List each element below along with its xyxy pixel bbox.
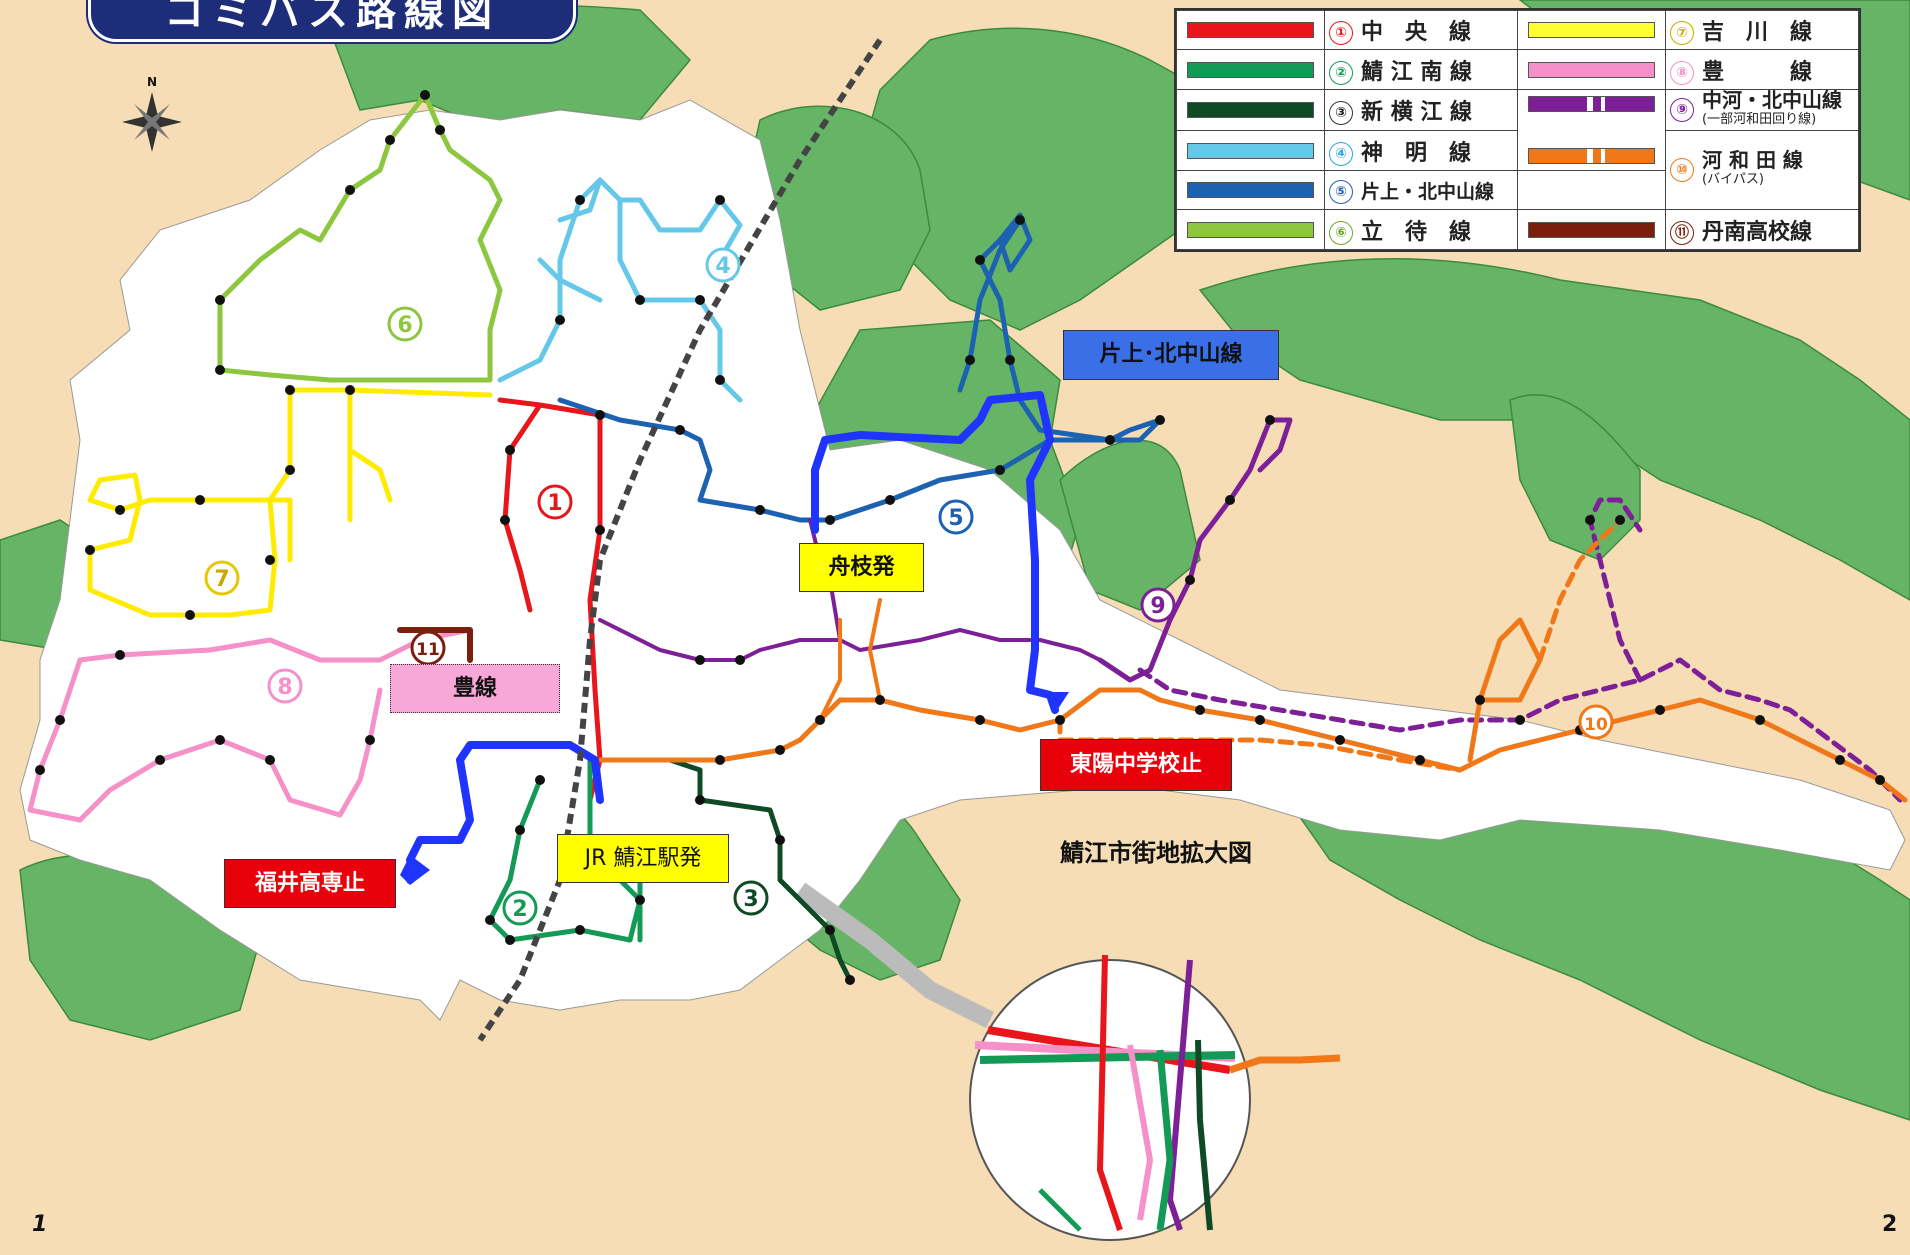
- route-marker-2: 2: [502, 890, 538, 926]
- legend-swatch-katakami: [1187, 182, 1315, 199]
- legend-label-tachimachi: 立 待 線: [1361, 219, 1472, 245]
- legend-swatch-sabae-minami: [1187, 61, 1315, 78]
- legend-num-8: ⑧: [1670, 60, 1695, 85]
- legend-swatch-tachimachi: [1187, 221, 1315, 238]
- svg-text:4: 4: [715, 254, 730, 279]
- legend-label-yoshikawa: 吉 川 線: [1702, 20, 1813, 46]
- route-marker-6: 6: [387, 306, 423, 342]
- callout-katakami-kitanakayama: 片上･北中山線: [1063, 330, 1279, 380]
- svg-text:1: 1: [547, 491, 562, 516]
- legend-num-5: ⑤: [1329, 179, 1354, 204]
- legend-num-6: ⑥: [1329, 220, 1354, 245]
- legend-num-11: ⑪: [1670, 220, 1695, 245]
- legend-swatch-nakagawa: [1527, 95, 1656, 112]
- svg-text:7: 7: [214, 567, 229, 592]
- legend-label-kawada: 河 和 田 線: [1702, 148, 1803, 173]
- route-marker-1: 1: [537, 484, 573, 520]
- route-marker-11: 11: [410, 630, 446, 666]
- svg-text:11: 11: [416, 640, 440, 660]
- legend-row: ④ 神 明 線 ⑩ 河 和 田 線(バイパス): [1175, 130, 1859, 211]
- route-marker-4: 4: [705, 247, 741, 283]
- legend-row: ① 中 央 線 ⑦ 吉 川 線: [1175, 9, 1859, 51]
- bus-stops: [35, 90, 1885, 985]
- legend-row: ③ 新 横 江 線 ⑨ 中河・北中山線(一部河和田回り線): [1175, 88, 1859, 171]
- expressway: [794, 882, 995, 1029]
- page-number-right: 2: [1882, 1212, 1898, 1237]
- legend-num-10: ⑩: [1670, 158, 1695, 183]
- legend-sublabel-kawada: (バイパス): [1702, 172, 1764, 188]
- legend-label-nakagawa: 中河・北中山線: [1702, 88, 1843, 113]
- svg-text:6: 6: [397, 313, 412, 338]
- legend-label-chuo: 中 央 線: [1361, 20, 1472, 46]
- legend-row: ⑥ 立 待 線 ⑪ 丹南高校線: [1175, 209, 1859, 250]
- legend-num-9: ⑨: [1670, 98, 1695, 123]
- legend-swatch-kawada: [1527, 147, 1656, 164]
- callout-toyo-jhs-terminal: 東陽中学校止: [1040, 739, 1232, 791]
- north-label: N: [147, 75, 157, 89]
- legend-swatch-chuo: [1187, 22, 1315, 39]
- callout-funaeda-departure: 舟枝発: [799, 543, 924, 592]
- legend-num-7: ⑦: [1670, 21, 1695, 46]
- route-marker-7: 7: [204, 560, 240, 596]
- zoom-inset-title: 鯖江市街地拡大図: [1060, 839, 1252, 867]
- legend-label-shinmei: 神 明 線: [1361, 140, 1472, 166]
- legend-row: ② 鯖 江 南 線 ⑧ 豊 線: [1175, 49, 1859, 90]
- legend-label-tannan: 丹南高校線: [1702, 219, 1813, 245]
- arrowheads: [400, 692, 1069, 885]
- callout-jr-sabae-departure: JR 鯖江駅発: [557, 834, 729, 883]
- svg-text:10: 10: [1584, 715, 1608, 735]
- route-marker-3: 3: [733, 880, 769, 916]
- legend-label-yutaka: 豊 線: [1702, 59, 1813, 85]
- route-legend: ① 中 央 線 ⑦ 吉 川 線 ② 鯖 江 南 線 ⑧ 豊 線 ③ 新 横 江 線 ⑨ 中河…: [1174, 8, 1861, 252]
- callout-fukui-kosen-terminal: 福井高専止: [224, 859, 396, 908]
- svg-text:5: 5: [948, 506, 963, 531]
- jr-railway: [477, 38, 883, 1042]
- legend-label-katakami: 片上・北中山線: [1361, 180, 1495, 203]
- legend-swatch-shin-yokoe: [1187, 102, 1315, 119]
- route-marker-8: 8: [267, 668, 303, 704]
- svg-text:3: 3: [743, 887, 758, 912]
- legend-swatch-yoshikawa: [1527, 22, 1656, 39]
- svg-text:2: 2: [512, 897, 527, 922]
- route-marker-10: 10: [1578, 704, 1614, 740]
- zoom-inset: [969, 954, 1341, 1241]
- route-marker-5: 5: [938, 499, 974, 535]
- legend-label-sabae-minami: 鯖 江 南 線: [1361, 59, 1473, 85]
- legend-num-1: ①: [1329, 21, 1354, 46]
- callout-yutaka-line: 豊線: [390, 664, 560, 713]
- route-number-markers: 1 2 3 4 5 6 7 8 9 10 11: [204, 247, 1614, 926]
- legend-swatch-tannan: [1527, 221, 1656, 238]
- map-title: コミバス路線図: [88, 0, 576, 42]
- legend-label-shin-yokoe: 新 横 江 線: [1361, 100, 1473, 126]
- svg-text:8: 8: [277, 675, 292, 700]
- legend-sublabel-nakagawa: (一部河和田回り線): [1702, 112, 1817, 128]
- legend-swatch-yutaka: [1527, 61, 1656, 78]
- svg-text:9: 9: [1150, 594, 1165, 619]
- route-marker-9: 9: [1140, 587, 1176, 623]
- legend-num-3: ③: [1329, 101, 1354, 126]
- legend-num-4: ④: [1329, 141, 1354, 166]
- page-number-left: 1: [32, 1212, 48, 1237]
- legend-row: ⑤ 片上・北中山線: [1175, 169, 1859, 211]
- legend-num-2: ②: [1329, 60, 1354, 85]
- compass-rose-icon: N: [122, 75, 182, 152]
- legend-swatch-shinmei: [1187, 142, 1315, 159]
